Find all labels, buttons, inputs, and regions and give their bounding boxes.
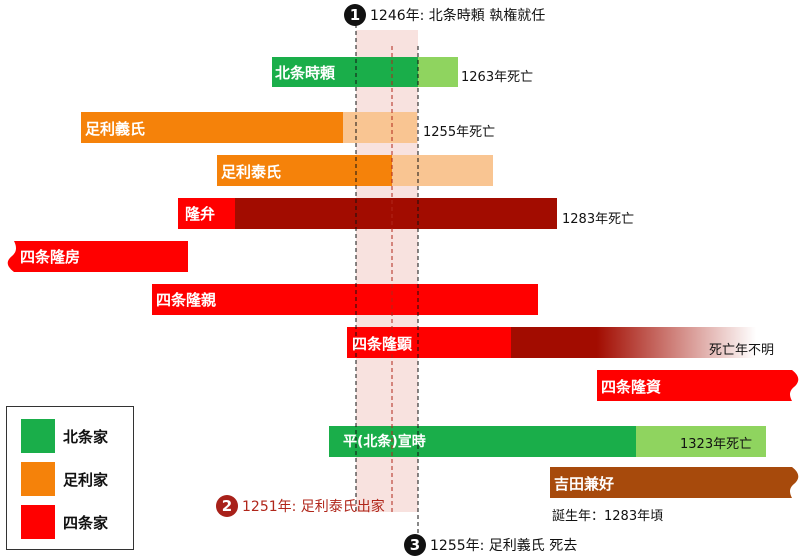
bar-ashikaga-yasuuji-late: [392, 155, 493, 186]
legend-label-shijo: 四条家: [63, 514, 109, 532]
legend-swatch-ashikaga: [21, 462, 55, 496]
bar-label-ashikaga-yasuuji: 足利泰氏: [221, 163, 282, 181]
event-number-3: 3: [404, 534, 426, 556]
event-number-1: 1: [344, 4, 366, 26]
bar-hojo-tokiyori: [272, 57, 418, 87]
death-note-hojo-tokiyori: 1263年死亡: [461, 70, 534, 85]
bar-ryuben: [178, 198, 235, 229]
bar-ryuben-late: [235, 198, 557, 229]
legend-swatch-hojo: [21, 419, 55, 453]
bar-label-hojo-tokiyori: 北条時頼: [275, 64, 336, 82]
death-note-shijo-takaaki: 死亡年不明: [709, 343, 775, 358]
bar-shijo-takaaki: [347, 327, 511, 358]
bar-label-ryuben: 隆弁: [185, 205, 216, 223]
bar-label-shijo-takachika: 四条隆親: [156, 291, 217, 309]
death-note-ryuben: 1283年死亡: [562, 212, 635, 227]
bar-label-shijo-takaaki: 四条隆顕: [352, 335, 413, 353]
event-text-1: 1246年: 北条時頼 執権就任: [370, 8, 546, 24]
legend-swatch-shijo: [21, 505, 55, 539]
legend-label-ashikaga: 足利家: [63, 471, 109, 489]
bar-ashikaga-yasuuji: [217, 155, 392, 186]
bar-label-hojo-nobutoki: 平(北条)宣時: [343, 434, 426, 450]
bar-shijo-takachika: [152, 284, 538, 315]
bar-shijo-takaaki-fade: [511, 327, 756, 358]
bar-shijo-takafusa: [7, 241, 188, 272]
bar-ashikaga-yoshiuji: [81, 112, 343, 143]
bar-shijo-takasuke: [597, 370, 799, 401]
bar-hojo-nobutoki: [329, 426, 636, 457]
event-text-2: 1251年: 足利泰氏出家: [242, 499, 385, 515]
bar-hojo-nobutoki-late: [636, 426, 766, 457]
event-number-2: 2: [216, 495, 238, 517]
bar-ashikaga-yoshiuji-late: [343, 112, 417, 143]
event-text-3: 1255年: 足利義氏 死去: [430, 538, 578, 554]
bar-label-ashikaga-yoshiuji: 足利義氏: [85, 120, 146, 138]
death-note-hojo-nobutoki: 1323年死亡: [680, 437, 753, 452]
legend-label-hojo: 北条家: [63, 428, 109, 446]
birth-note-yoshida-kenko: 誕生年：1283年頃: [552, 509, 664, 524]
bar-label-shijo-takafusa: 四条隆房: [20, 248, 81, 266]
bar-label-yoshida-kenko: 吉田兼好: [554, 475, 615, 493]
legend: 北条家 足利家 四条家: [6, 406, 134, 550]
death-note-ashikaga-yoshiuji: 1255年死亡: [423, 125, 496, 140]
bar-yoshida-kenko: [550, 467, 799, 498]
bar-hojo-tokiyori-late: [418, 57, 458, 87]
bar-label-shijo-takasuke: 四条隆資: [601, 378, 662, 396]
